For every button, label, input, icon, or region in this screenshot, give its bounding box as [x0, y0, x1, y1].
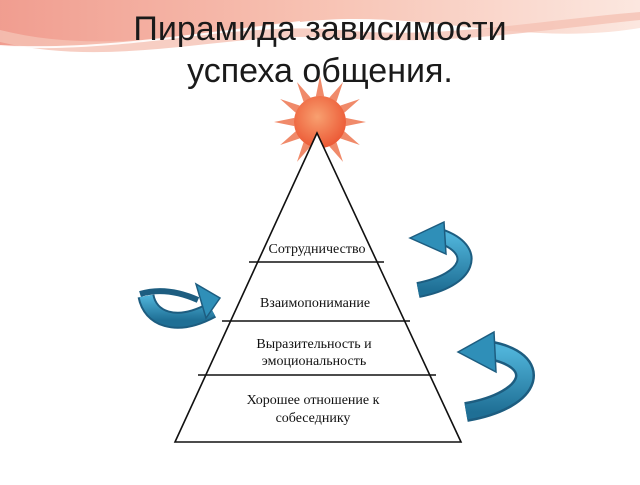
sun-ray — [315, 76, 325, 97]
pyramid-level-3-label-line1: Выразительность и — [256, 337, 372, 352]
header-wave — [0, 0, 640, 53]
sun-ray — [345, 117, 366, 127]
sun-ray — [329, 82, 343, 102]
pyramid-outline — [173, 131, 463, 443]
sun-ray — [280, 99, 300, 113]
sun-ray — [340, 99, 360, 113]
slide-title: Пирамида зависимости успеха общения. — [0, 8, 640, 92]
curved-arrow-icon — [456, 330, 535, 422]
sun-ray — [280, 131, 300, 145]
pyramid-level-4-label-line2: собеседнику — [276, 411, 351, 426]
sun-ray — [274, 117, 295, 127]
pyramid-level-1-label: Сотрудничество — [269, 242, 366, 257]
pyramid: Сотрудничество Взаимопонимание Выразител… — [173, 131, 463, 443]
sun-disc — [294, 96, 346, 148]
curved-arrow-icon — [408, 220, 473, 298]
slide-title-line2: успеха общения. — [187, 52, 453, 90]
pyramid-level-2-label: Взаимопонимание — [260, 296, 370, 311]
sun-ray — [297, 82, 311, 102]
curved-arrow-icon — [137, 282, 222, 329]
sun-ray — [297, 142, 311, 162]
pyramid-level-3-label-line2: эмоциональность — [262, 354, 367, 369]
slide-title-line1: Пирамида зависимости — [133, 10, 507, 48]
sun-ray — [340, 131, 360, 145]
sun-ray — [329, 142, 343, 162]
pyramid-level-4-label-line1: Хорошее отношение к — [247, 393, 380, 408]
